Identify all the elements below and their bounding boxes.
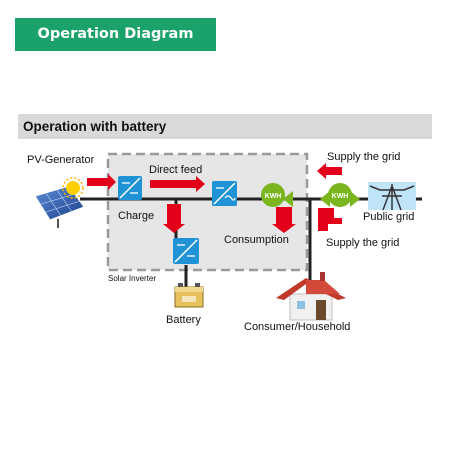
header-title: Operation Diagram	[15, 18, 216, 51]
arrow-charge	[163, 204, 185, 233]
consumer-household-label: Consumer/Household	[244, 321, 351, 333]
solar-inverter-label: Solar Inverter	[108, 274, 157, 283]
arrow-supply-grid-bottom	[318, 208, 342, 231]
charge-label: Charge	[118, 210, 155, 222]
svg-text:KWH: KWH	[332, 193, 349, 200]
section-title: Operation with battery	[23, 119, 167, 134]
flow-arrows	[87, 163, 342, 233]
public-grid-icon	[368, 182, 416, 211]
arrow-consumption	[272, 207, 296, 233]
pv-generator-label: PV-Generator	[27, 154, 95, 166]
direct-feed-label: Direct feed	[149, 164, 203, 176]
section-header: Operation with battery	[18, 114, 432, 139]
kwh-meter-1: KWH	[261, 183, 293, 207]
battery-converter-icon	[173, 238, 199, 264]
battery-icon	[174, 283, 204, 308]
supply-grid-top-label: Supply the grid	[327, 151, 401, 163]
arrow-supply-grid-top	[317, 163, 342, 179]
sun-icon	[62, 177, 84, 199]
supply-grid-bottom-label: Supply the grid	[326, 237, 400, 249]
kwh-meter-2: KWH	[320, 183, 360, 207]
house-icon	[276, 272, 346, 321]
inverter-icon	[212, 181, 237, 206]
solar-inverter-box	[106, 152, 309, 272]
public-grid-label: Public grid	[363, 211, 415, 223]
battery-label: Battery	[166, 314, 201, 326]
arrow-pv-in	[87, 174, 116, 190]
svg-text:KWH: KWH	[265, 193, 282, 200]
arrow-direct-feed	[150, 176, 205, 192]
dc-converter-icon	[118, 176, 142, 200]
consumption-label: Consumption	[224, 234, 289, 246]
